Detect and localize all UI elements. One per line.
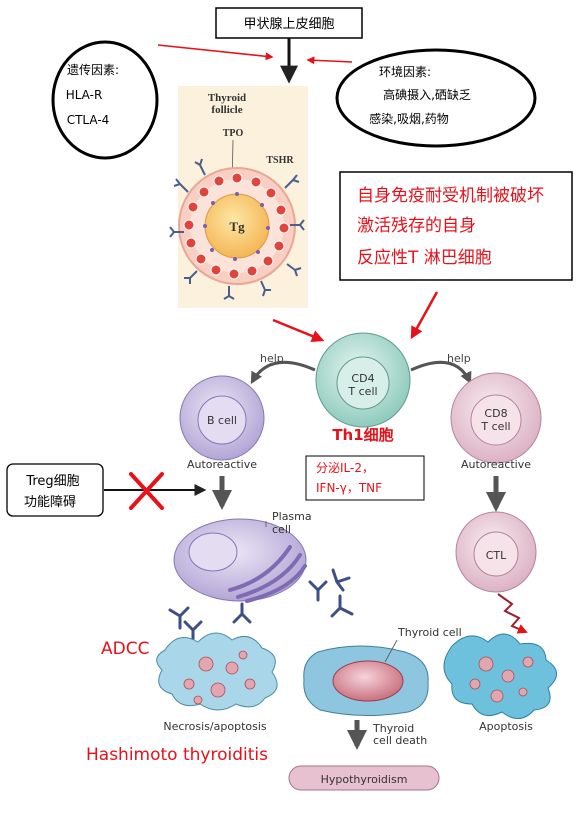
follicle-title-2: follicle	[211, 104, 242, 116]
plasma-line1: Plasma	[272, 510, 312, 523]
follicle-nuclei	[183, 172, 290, 280]
secretion-box	[305, 455, 425, 501]
hashimoto-label: Hashimoto thyroiditis	[86, 745, 268, 765]
tolerance-line1: 自身免疫耐受机制被破坏	[357, 186, 544, 206]
adcc-label: ADCC	[101, 639, 149, 659]
block-x-icon	[129, 472, 164, 510]
genetic-red-arrow	[157, 44, 274, 61]
tolerance-line3: 反应性T 淋巴细胞	[357, 248, 492, 268]
help-right-arrow	[410, 360, 472, 385]
genetic-title: 遗传因素:	[67, 62, 119, 77]
tshr-label: TSHR	[266, 155, 294, 166]
help-right-label: help	[447, 352, 471, 365]
thyroid-cell	[303, 645, 429, 717]
hypothyroidism-box	[288, 765, 440, 791]
help-left-label: help	[260, 352, 284, 365]
thyroid-death-line1: Thyroid	[372, 722, 414, 735]
cd8-caption: Autoreactive	[461, 458, 531, 471]
follicle-to-cd4-arrow	[272, 318, 325, 343]
title-box-label: 甲状腺上皮细胞	[243, 17, 334, 32]
secretion-line1: 分泌IL-2，	[316, 461, 374, 475]
cd8-line2: T cell	[480, 420, 510, 433]
tolerance-box	[339, 171, 573, 281]
tpo-dots	[203, 192, 270, 261]
cd8-line1: CD8	[484, 407, 507, 420]
b-cell-caption: Autoreactive	[187, 458, 257, 471]
genetic-line1: HLA-R	[66, 88, 103, 102]
thyroid-follicle-figure: Thyroid follicle TPO TSHR Tg	[169, 86, 308, 308]
box-to-cd4-arrow	[410, 291, 439, 340]
environment-line1: 高碘摄入,硒缺乏	[383, 87, 471, 102]
necrotic-cell	[156, 632, 278, 711]
treg-line2: 功能障碍	[24, 495, 76, 510]
environment-line2: 感染,吸烟,药物	[369, 111, 449, 126]
environment-factors-ellipse	[335, 48, 537, 148]
b-cell-label: B cell	[207, 414, 237, 427]
hypothyroidism-label: Hypothyroidism	[321, 773, 408, 786]
thyroid-cell-label: Thyroid cell	[397, 626, 462, 639]
plasma-cell	[173, 518, 307, 603]
cd4-line1: CD4	[351, 372, 374, 385]
apoptosis-label: Apoptosis	[479, 720, 533, 733]
treg-line1: Treg细胞	[25, 474, 79, 489]
secretion-line2: IFN-γ，TNF	[316, 481, 382, 495]
treg-box	[6, 463, 104, 517]
ctl-attack-zigzag	[497, 593, 528, 634]
necrosis-label: Necrosis/apoptosis	[163, 720, 267, 733]
tg-label: Tg	[229, 219, 245, 234]
genetic-factors-ellipse	[51, 40, 159, 160]
ctl-label: CTL	[486, 549, 507, 562]
th1-label: Th1细胞	[332, 426, 393, 444]
tpo-label: TPO	[223, 128, 244, 139]
thyroid-death-line2: cell death	[373, 734, 427, 747]
tolerance-line2: 激活残存的自身	[357, 216, 476, 236]
apoptotic-cell	[443, 633, 557, 719]
tshr-receptors	[169, 158, 305, 300]
environment-red-arrow	[306, 56, 353, 65]
environment-title: 环境因素:	[379, 64, 431, 79]
title-box	[215, 7, 363, 39]
cd4-line2: T cell	[347, 385, 377, 398]
plasma-line2: cell	[272, 523, 291, 536]
help-left-arrow	[250, 360, 316, 385]
genetic-line2: CTLA-4	[67, 113, 110, 127]
follicle-title-1: Thyroid	[208, 92, 246, 104]
